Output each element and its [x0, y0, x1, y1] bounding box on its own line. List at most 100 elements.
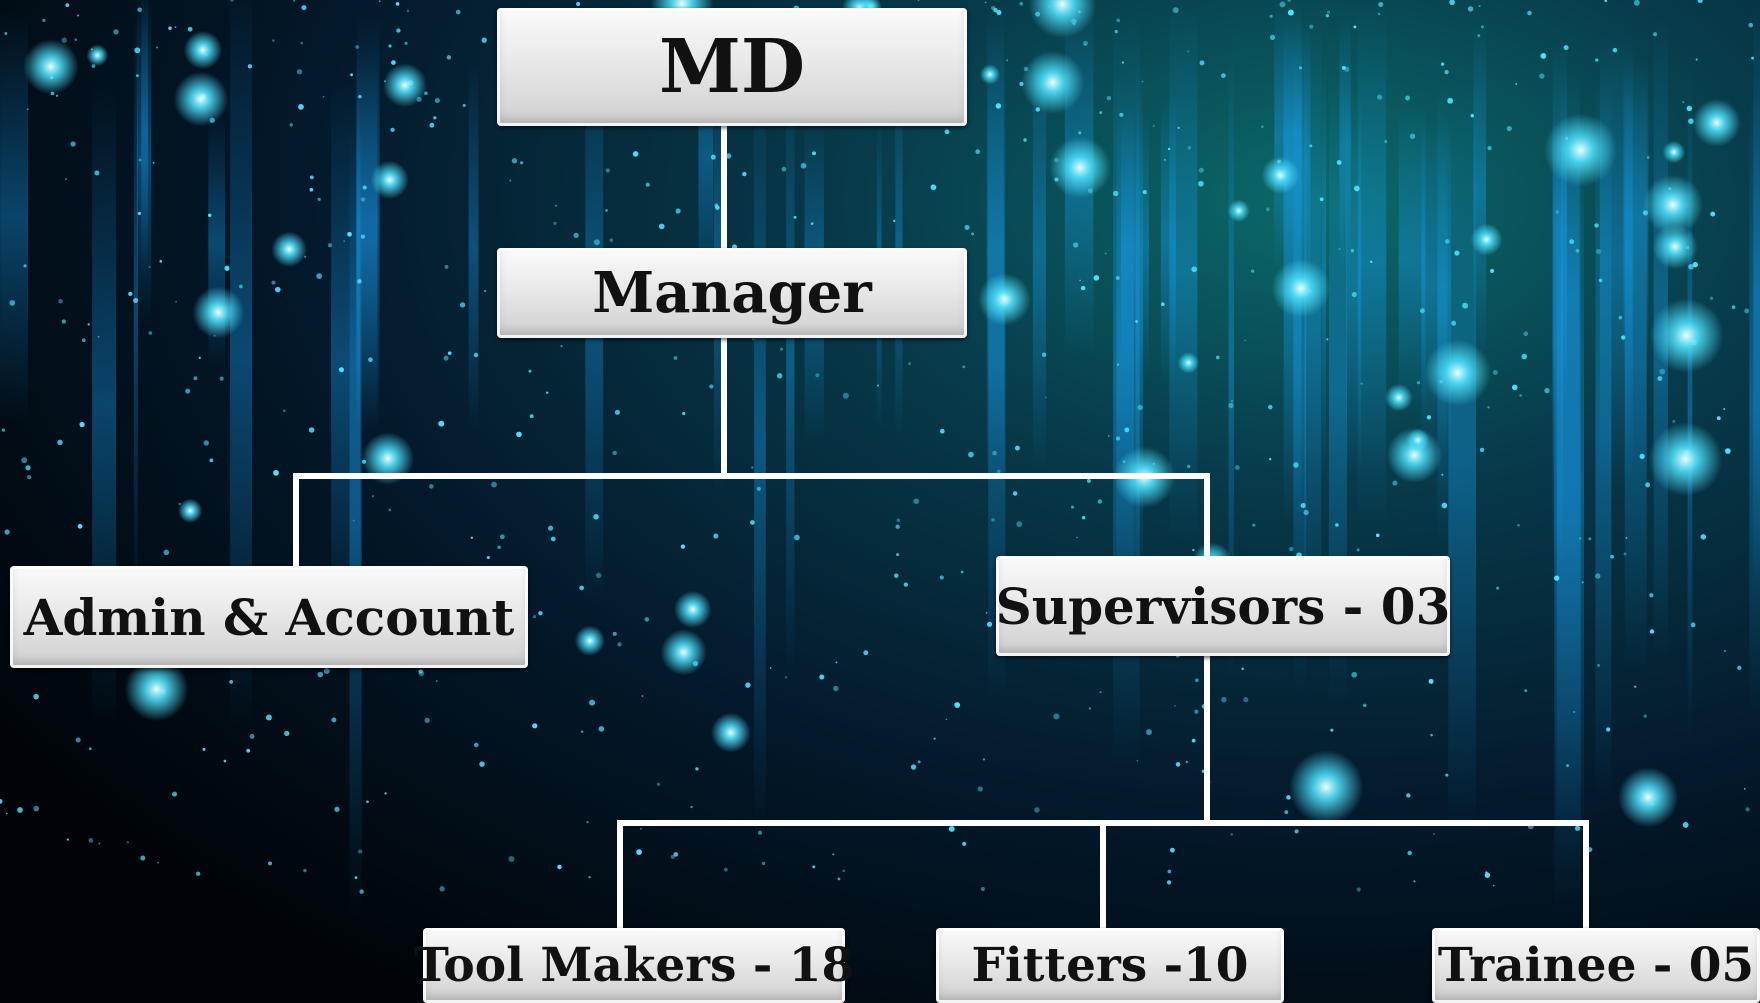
star-particle — [1598, 278, 1603, 283]
star-particle — [876, 384, 880, 387]
star-particle — [455, 9, 461, 15]
star-particle — [832, 853, 835, 856]
star-particle — [1114, 29, 1118, 34]
star-glow — [183, 30, 223, 70]
star-particle — [439, 886, 445, 892]
star-particle — [1286, 795, 1291, 800]
star-particle — [593, 514, 599, 520]
star-particle — [443, 355, 449, 361]
star-particle — [249, 734, 255, 739]
star-particle — [579, 585, 584, 591]
star-particle — [298, 103, 304, 110]
star-particle — [617, 642, 622, 647]
star-particle — [4, 32, 8, 35]
star-particle — [1573, 711, 1576, 713]
star-glow — [1384, 383, 1413, 412]
star-particle — [434, 97, 440, 104]
star-particle — [388, 44, 392, 48]
star-glow — [1028, 0, 1097, 39]
star-particle — [670, 854, 675, 859]
star-particle — [1335, 523, 1339, 527]
star-particle — [4, 529, 10, 535]
star-particle — [354, 876, 358, 880]
star-particle — [138, 158, 142, 162]
star-glow — [1618, 767, 1679, 828]
star-particle — [1353, 25, 1357, 29]
star-particle — [331, 717, 337, 723]
star-particle — [1191, 738, 1196, 743]
star-particle — [23, 264, 27, 268]
node-fitters: Fitters -10 — [936, 928, 1284, 1003]
star-particle — [1019, 1, 1024, 6]
star-particle — [1070, 505, 1074, 509]
star-particle — [1113, 190, 1119, 197]
star-particle — [1574, 825, 1581, 831]
star-particle — [1575, 249, 1580, 253]
star-particle — [338, 367, 345, 373]
star-particle — [715, 205, 720, 210]
star-particle — [1470, 114, 1474, 118]
star-particle — [1076, 536, 1078, 539]
star-particle — [1441, 62, 1445, 66]
star-particle — [1185, 760, 1188, 764]
light-streak — [1228, 50, 1234, 677]
star-particle — [1230, 833, 1233, 836]
star-particle — [964, 224, 970, 230]
star-particle — [930, 184, 937, 191]
star-particle — [1104, 252, 1107, 255]
star-particle — [436, 680, 438, 682]
star-particle — [1618, 315, 1623, 320]
star-particle — [275, 286, 281, 293]
star-particle — [1299, 66, 1303, 70]
star-particle — [1141, 80, 1144, 83]
light-streak — [988, 34, 1006, 701]
star-particle — [61, 319, 66, 324]
star-particle — [632, 151, 639, 157]
star-particle — [1269, 34, 1276, 40]
star-particle — [1554, 575, 1560, 581]
star-particle — [1106, 95, 1112, 101]
star-particle — [0, 798, 3, 804]
star-particle — [1745, 807, 1750, 812]
star-particle — [1099, 691, 1102, 694]
star-particle — [1124, 427, 1130, 433]
star-particle — [368, 357, 373, 363]
star-particle — [1146, 729, 1152, 735]
star-particle — [588, 876, 591, 879]
star-glow — [1692, 98, 1741, 147]
star-particle — [1369, 260, 1373, 264]
star-particle — [308, 427, 315, 433]
star-particle — [1221, 696, 1227, 703]
star-particle — [272, 39, 275, 42]
star-particle — [1344, 66, 1350, 72]
star-particle — [576, 1, 581, 7]
star-particle — [1700, 534, 1707, 540]
star-particle — [1234, 465, 1240, 470]
light-streak — [1339, 17, 1351, 274]
star-particle — [1416, 381, 1421, 385]
star-particle — [219, 376, 224, 381]
light-streak — [141, 0, 149, 279]
star-particle — [757, 830, 763, 835]
star-particle — [1016, 521, 1023, 528]
light-streak — [786, 58, 795, 673]
star-particle — [88, 747, 92, 751]
star-particle — [481, 37, 487, 43]
star-particle — [1107, 435, 1110, 437]
star-particle — [1695, 58, 1698, 61]
star-particle — [1723, 649, 1726, 652]
star-particle — [675, 208, 681, 214]
star-particle — [745, 682, 751, 688]
star-particle — [1163, 158, 1166, 161]
star-particle — [895, 524, 900, 529]
star-glow — [1649, 298, 1724, 373]
star-particle — [282, 409, 286, 413]
star-particle — [1620, 335, 1626, 340]
star-particle — [960, 570, 964, 574]
light-streak — [1032, 38, 1046, 471]
star-particle — [1645, 482, 1651, 488]
star-particle — [1487, 145, 1492, 151]
star-particle — [1604, 0, 1608, 3]
star-particle — [148, 266, 151, 268]
star-particle — [996, 469, 1001, 474]
